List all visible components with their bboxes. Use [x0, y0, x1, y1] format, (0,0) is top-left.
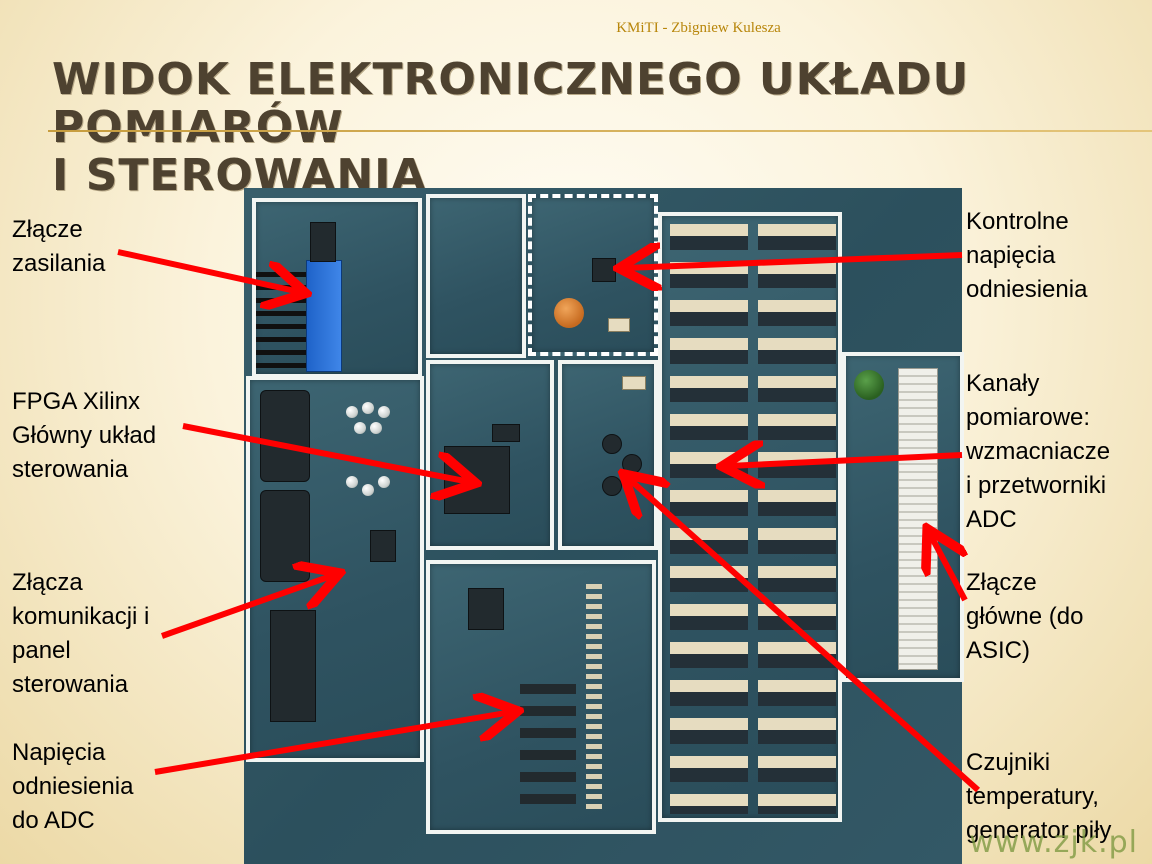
- label-main-connector: Złącze główne (do ASIC): [966, 569, 1084, 664]
- channel-grid-right: [758, 224, 836, 814]
- led-1: [346, 406, 358, 418]
- reference-ic: [592, 258, 616, 282]
- sensor-ic-1: [602, 434, 622, 454]
- arrow-comm-connectors: [160, 575, 334, 639]
- ribbon-header: [270, 610, 316, 722]
- title-rule: [48, 130, 1152, 132]
- label-temp-sensors: Czujniki temperatury, generator piły: [966, 749, 1112, 844]
- led-3: [378, 406, 390, 418]
- label-control-reference: Kontrolne napięcia odniesienia: [966, 208, 1088, 303]
- title-line-1: Widok elektronicznego układu pomiarów: [52, 54, 970, 153]
- panel-adc-reference: [426, 560, 656, 834]
- arrow-main-connector: [930, 534, 965, 602]
- resistor-column: [586, 584, 602, 814]
- watermark: www.zjk.pl: [969, 825, 1138, 860]
- interface-ic: [370, 530, 396, 562]
- smd-part: [622, 376, 646, 390]
- pcb-photo: [244, 188, 964, 864]
- slide-title: Widok elektronicznego układu pomiarów i …: [52, 56, 1142, 200]
- power-header: [310, 222, 336, 262]
- filter-capacitor: [854, 370, 884, 400]
- panel-main-connector: [842, 352, 964, 682]
- led-8: [378, 476, 390, 488]
- asic-connector: [898, 368, 938, 670]
- arrow-fpga: [182, 423, 470, 482]
- slide-header: KMiTI - Zbigniew Kulesza: [616, 20, 781, 36]
- arrow-adc-reference: [154, 712, 512, 775]
- jtag-header: [492, 424, 520, 442]
- led-4: [354, 422, 366, 434]
- electrolytic-capacitor: [554, 298, 584, 328]
- arrow-power-connector: [117, 249, 300, 292]
- reference-chip: [468, 588, 504, 630]
- label-channels: Kanały pomiarowe: wzmacniacze i przetwor…: [966, 370, 1111, 533]
- panel-top-middle: [426, 194, 526, 358]
- led-2: [362, 402, 374, 414]
- led-6: [346, 476, 358, 488]
- db9-connector-1: [260, 390, 310, 482]
- label-adc-reference: Napięcia odniesienia do ADC: [12, 739, 134, 834]
- channel-grid-left: [670, 224, 748, 814]
- label-fpga: FPGA Xilinx Główny układ sterowania: [12, 388, 157, 483]
- arrow-control-reference: [625, 255, 963, 268]
- arrow-channels: [728, 455, 963, 466]
- label-power-connector: Złącze zasilania: [12, 216, 106, 277]
- smd-capacitor: [608, 318, 630, 332]
- label-comm-connectors: Złącza komunikacji i panel sterowania: [12, 569, 150, 698]
- led-5: [370, 422, 382, 434]
- arrow-temp-sensors: [628, 478, 980, 793]
- led-7: [362, 484, 374, 496]
- smd-grid: [520, 684, 576, 804]
